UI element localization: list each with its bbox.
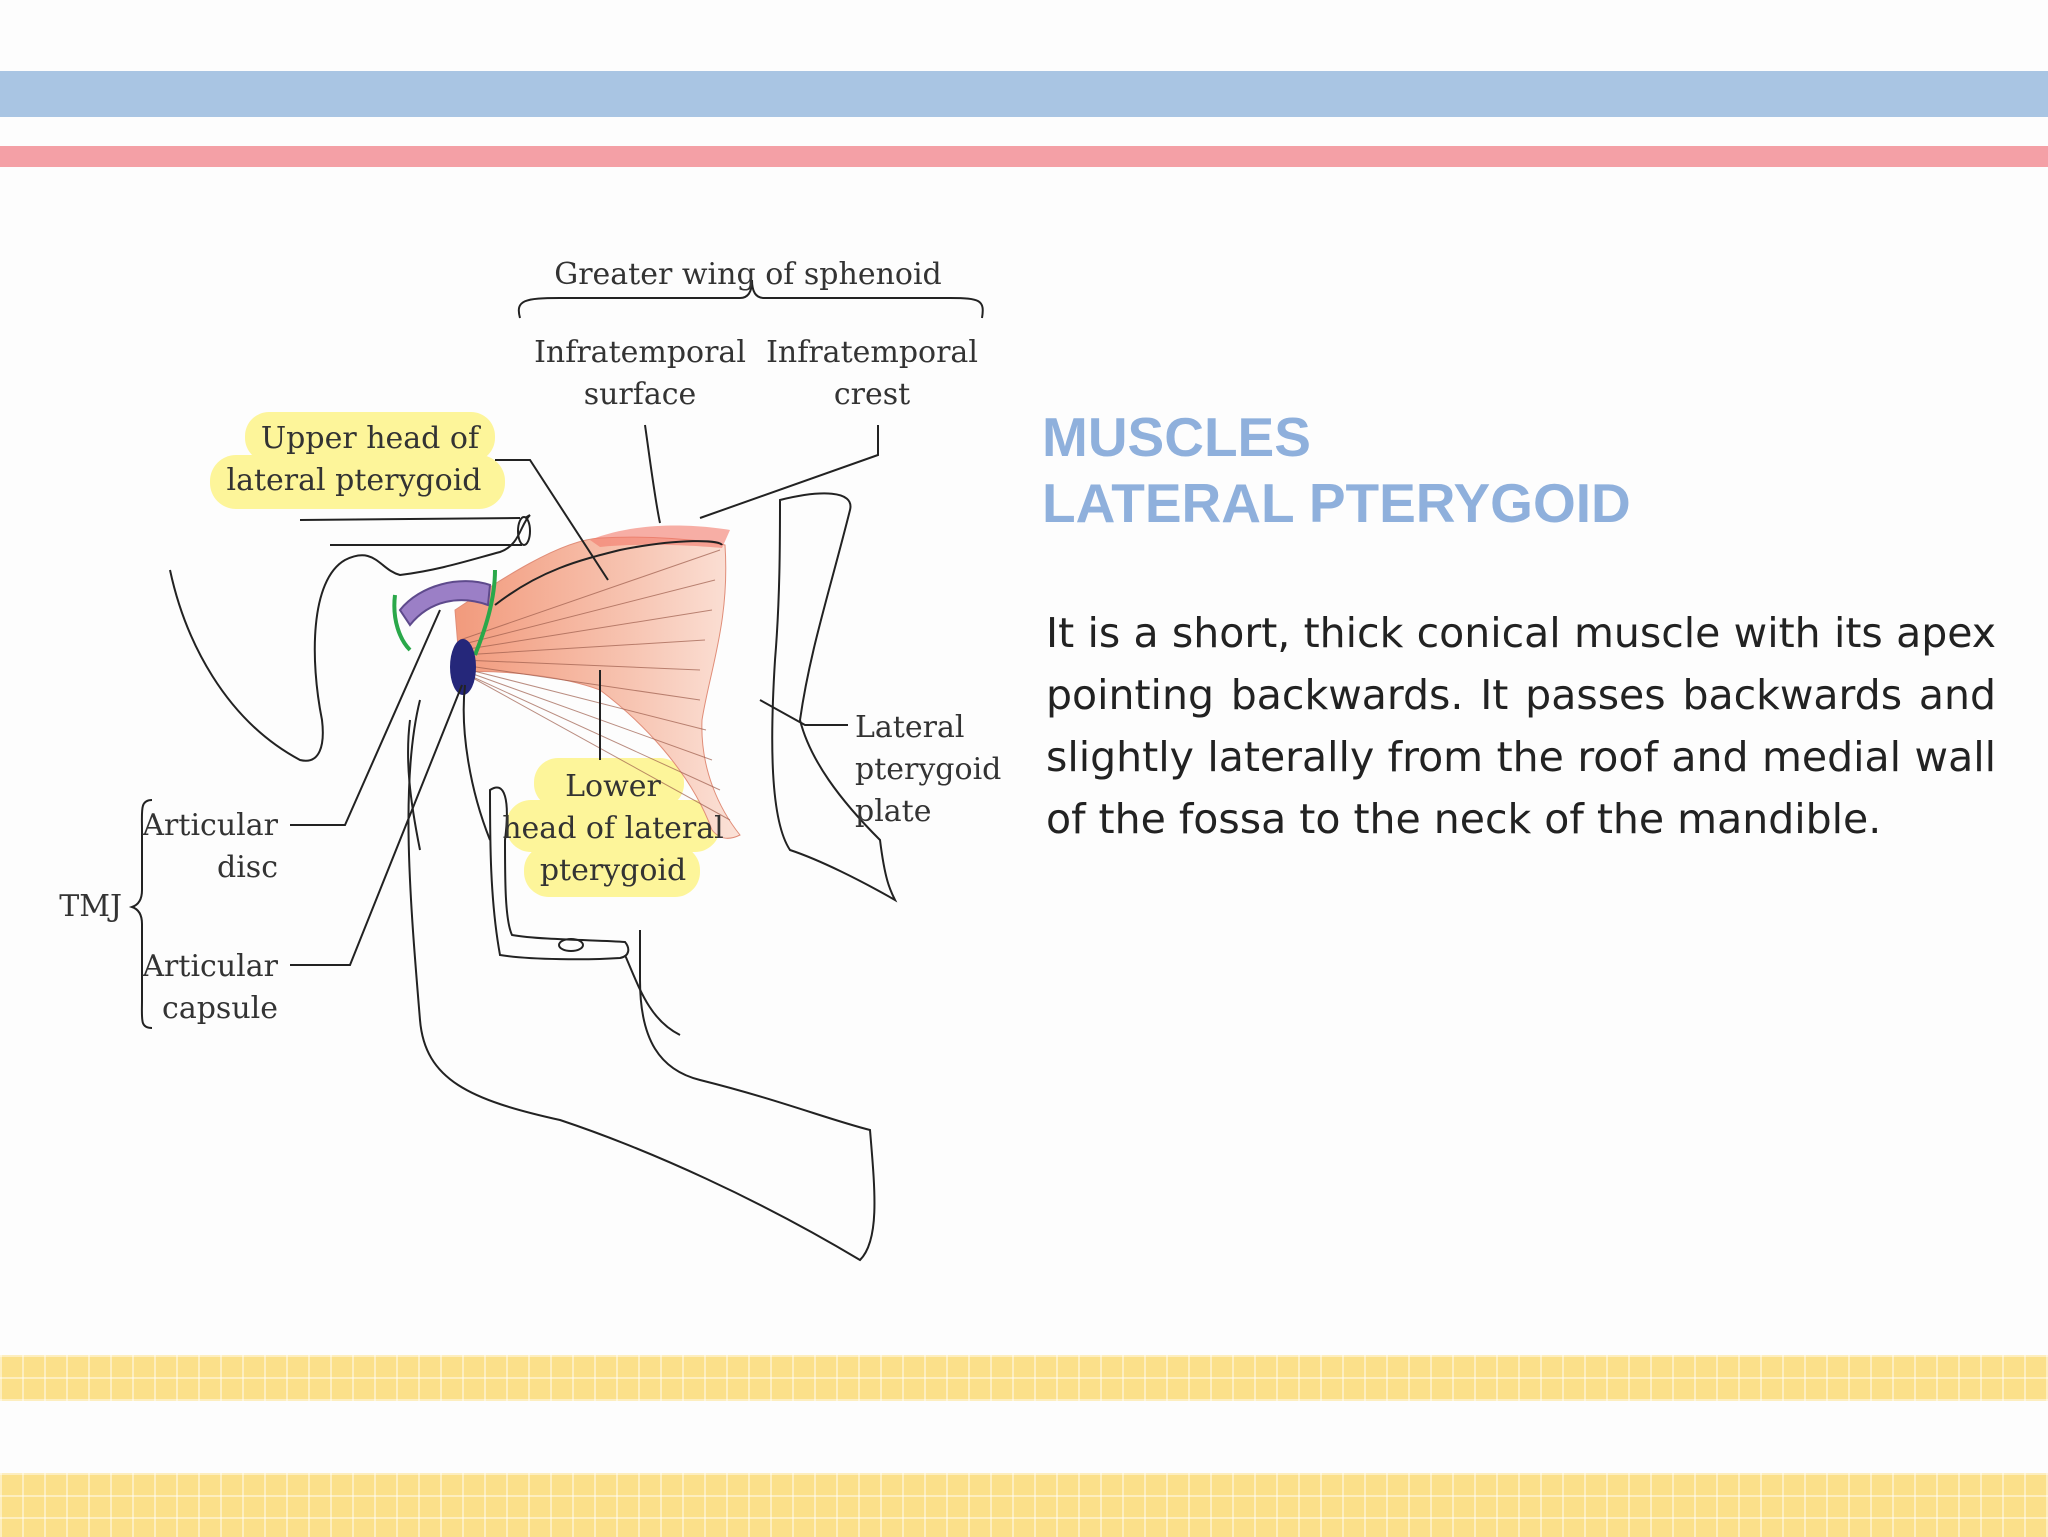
label-upper-head: Upper head of	[261, 421, 481, 456]
yellow-grid-band	[0, 1355, 2048, 1401]
mandibular-condyle	[450, 639, 476, 695]
label-articular-capsule: Articular	[141, 949, 278, 984]
label-articular-disc: disc	[217, 850, 278, 885]
articular-capsule	[392, 569, 497, 656]
title-line-muscles: MUSCLES	[1042, 406, 1311, 468]
coronoid-outline	[407, 684, 491, 851]
label-lower-head: head of lateral	[502, 811, 724, 846]
top-pink-stripe	[0, 146, 2048, 167]
upper-head-highlight	[210, 455, 505, 509]
greater-wing-bracket	[517, 279, 984, 319]
label-lateral-plate: pterygoid	[855, 752, 1001, 787]
lateral-pterygoid-plate	[771, 492, 898, 903]
lower-head-highlight	[534, 758, 684, 808]
top-blue-stripe	[0, 71, 2048, 117]
surface-leader	[644, 424, 661, 524]
description-text: It is a short, thick conical muscle with…	[1046, 609, 1996, 843]
tmj-bracket	[128, 799, 153, 1029]
lower-head-highlight	[524, 845, 700, 897]
zygomatic-tube-end	[517, 516, 531, 546]
yellow-grid-band	[0, 1473, 2048, 1537]
muscle-upper-origin	[590, 525, 730, 548]
label-articular-capsule: capsule	[162, 991, 278, 1026]
muscle-body-outline	[494, 540, 723, 606]
label-lateral-plate: plate	[855, 794, 932, 829]
mandible-lower-line	[624, 954, 681, 1036]
label-greater-wing: Greater wing of sphenoid	[554, 257, 942, 292]
label-infratemporal-surface: surface	[584, 377, 697, 412]
slide-title: MUSCLES LATERAL PTERYGOID	[1042, 404, 2022, 536]
lateral-plate-leader	[759, 699, 848, 726]
label-lower-head: Lower	[565, 769, 661, 804]
zygomatic-tube	[299, 517, 522, 546]
lateral-pterygoid-diagram: Greater wing of sphenoid Infratemporal s…	[59, 257, 1001, 1262]
label-infratemporal-crest: crest	[834, 377, 910, 412]
label-tmj: TMJ	[59, 889, 122, 924]
title-line-lateral-pterygoid: LATERAL PTERYGOID	[1042, 472, 1631, 534]
label-upper-head: lateral pterygoid	[226, 463, 481, 498]
disc-leader	[290, 609, 441, 826]
lower-head-highlight	[506, 800, 720, 852]
capsule-leader	[290, 684, 463, 966]
alveolar-foramen	[558, 938, 584, 952]
upper-head-leader	[495, 459, 609, 581]
articular-disc	[398, 580, 492, 627]
label-infratemporal-crest: Infratemporal	[766, 335, 978, 370]
alveolar-bone	[488, 786, 630, 961]
skull-base-outline	[169, 514, 531, 762]
crest-leader	[699, 425, 879, 519]
label-infratemporal-surface: Infratemporal	[534, 335, 746, 370]
upper-head-highlight	[245, 412, 495, 462]
mandible-outline	[407, 699, 876, 1262]
label-lateral-plate: Lateral	[855, 710, 964, 745]
label-lower-head: pterygoid	[540, 853, 686, 888]
muscle-fibres	[459, 549, 731, 821]
label-articular-disc: Articular	[141, 808, 278, 843]
